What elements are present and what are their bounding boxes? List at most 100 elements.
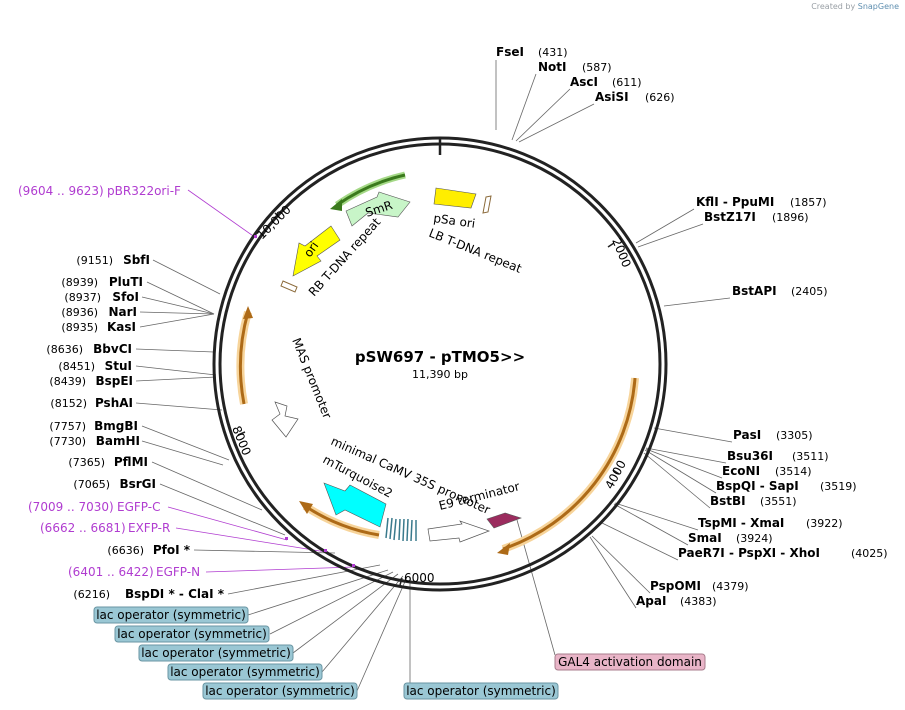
enzyme-name: BmgBI: [94, 419, 138, 433]
enzyme-position: (9151): [76, 254, 113, 267]
enzyme-asci[interactable]: AscI(611): [570, 75, 642, 89]
enzyme-bmgbi[interactable]: (7757)BmgBI: [49, 419, 138, 433]
enzyme-stui[interactable]: (8451)StuI: [58, 359, 132, 373]
primer-range: (9604 .. 9623): [18, 184, 104, 198]
enzyme-position: (1896): [772, 211, 809, 224]
e9-terminator-shape: [427, 520, 491, 543]
enzyme-smai[interactable]: SmaI(3924): [688, 531, 773, 545]
enzyme-kfli-ppumi[interactable]: KflI - PpuMI(1857): [696, 195, 827, 209]
enzyme-name: NotI: [538, 60, 567, 74]
credit-prefix: Created by: [811, 2, 856, 11]
enzyme-name: PspOMI: [650, 579, 701, 593]
enzyme-bbvci[interactable]: (8636)BbvCI: [46, 342, 132, 356]
box-gal4-activation-domain[interactable]: GAL4 activation domain: [554, 653, 706, 671]
enzyme-position: (587): [582, 61, 612, 74]
enzyme-pluti[interactable]: (8939)PluTI: [61, 275, 143, 289]
box-lac-operator-5[interactable]: lac operator (symmetric): [202, 682, 358, 700]
leader-lac-5: [356, 576, 408, 692]
enzyme-name: BbvCI: [93, 342, 132, 356]
leader-pshai: [135, 402, 223, 411]
enzyme-bstbi[interactable]: BstBI(3551): [710, 494, 797, 508]
psa-ori-shape: [433, 187, 477, 209]
leader-noti: [511, 73, 537, 141]
enzyme-sfoi[interactable]: (8937)SfoI: [64, 290, 139, 304]
enzyme-bstz17i[interactable]: BstZ17I(1896): [704, 210, 809, 224]
box-lac-operator-3[interactable]: lac operator (symmetric): [138, 644, 294, 662]
box-label: GAL4 activation domain: [558, 655, 702, 669]
enzyme-tspmi-xmai[interactable]: TspMI - XmaI(3922): [698, 516, 843, 530]
primer-name: EGFP-C: [117, 500, 160, 514]
plasmid-title: pSW697 - pTMO5>>: [355, 348, 525, 366]
enzyme-bamhi[interactable]: (7730)BamHI: [49, 434, 140, 448]
leader-sbfi: [152, 259, 221, 295]
leader-stui: [135, 365, 217, 376]
enzyme-name: BstAPI: [732, 284, 777, 298]
enzyme-apai[interactable]: ApaI(4383): [636, 594, 717, 608]
enzyme-pasi[interactable]: PasI(3305): [733, 428, 813, 442]
enzyme-position: (6216): [73, 588, 110, 601]
leader-pfoi: [193, 549, 336, 554]
primer-name: EGFP-N: [156, 565, 200, 579]
label-mas-promoter: MAS promoter: [289, 336, 334, 421]
enzyme-bsrgi[interactable]: (7065)BsrGI: [73, 477, 156, 491]
leader-bspqi: [644, 449, 717, 494]
enzyme-kasi[interactable]: (8935)KasI: [61, 320, 136, 334]
enzyme-pshai[interactable]: (8152)PshAI: [50, 396, 133, 410]
box-label: lac operator (symmetric): [141, 646, 291, 660]
enzyme-bstapi[interactable]: BstAPI(2405): [732, 284, 828, 298]
enzyme-nari[interactable]: (8936)NarI: [61, 305, 137, 319]
enzyme-paer7i-pspxi-xhoi[interactable]: PaeR7I - PspXI - XhoI(4025): [678, 546, 888, 560]
enzyme-bspei[interactable]: (8439)BspEI: [49, 374, 133, 388]
enzyme-pflmi[interactable]: (7365)PflMI: [68, 455, 148, 469]
enzyme-name: SbfI: [123, 253, 150, 267]
primer-egfp-n[interactable]: (6401 .. 6422)EGFP-N: [68, 565, 200, 579]
enzyme-name: KflI - PpuMI: [696, 195, 774, 209]
leader-lac-3: [292, 573, 399, 654]
enzyme-econi[interactable]: EcoNI(3514): [722, 464, 812, 478]
primer-egfp-c[interactable]: (7009 .. 7030)EGFP-C: [28, 500, 160, 514]
orf-arcs: [236, 171, 639, 555]
enzyme-position: (8939): [61, 276, 98, 289]
enzyme-sbfi[interactable]: (9151) SbfI: [76, 253, 150, 267]
leader-lac-4: [321, 575, 404, 673]
enzyme-asisi[interactable]: AsiSI(626): [595, 90, 675, 104]
box-lac-operator-2[interactable]: lac operator (symmetric): [114, 625, 270, 643]
leader-tspmi: [614, 502, 699, 531]
box-label: lac operator (symmetric): [96, 608, 246, 622]
tick-4000: [612, 469, 620, 475]
enzyme-name: FseI: [496, 45, 524, 59]
orf-left-head: [243, 306, 253, 319]
rb-tdna-repeat-shape: [280, 280, 298, 293]
enzyme-pfoi[interactable]: (6636)PfoI *: [107, 543, 190, 557]
enzyme-noti[interactable]: NotI (587): [538, 60, 612, 74]
primer-name: EXFP-R: [128, 521, 170, 535]
primer-pbr322ori-f[interactable]: (9604 .. 9623)pBR322ori-F: [18, 184, 181, 198]
enzyme-position: (8439): [49, 375, 86, 388]
box-lac-operator-6[interactable]: lac operator (symmetric): [403, 682, 559, 700]
enzyme-name: AsiSI: [595, 90, 629, 104]
leader-sfoi: [141, 296, 215, 315]
orf-left-arrow: [238, 311, 250, 405]
primer-range: (6662 .. 6681): [40, 521, 126, 535]
enzyme-position: (6636): [107, 544, 144, 557]
tick-label-6000: 6000: [404, 571, 435, 585]
leader-pspomi: [591, 535, 651, 594]
leader-bmgbi: [141, 425, 230, 461]
smr-shape: [345, 191, 411, 227]
enzyme-position: (3551): [760, 495, 797, 508]
leader-bstz17i: [637, 223, 704, 248]
enzyme-bsu36i[interactable]: Bsu36I(3511): [727, 449, 829, 463]
leader-bstbi: [643, 452, 711, 509]
leader-bstapi: [663, 297, 731, 307]
enzyme-bspqi-sapi[interactable]: BspQI - SapI(3519): [716, 479, 857, 493]
enzyme-pspomi[interactable]: PspOMI(4379): [650, 579, 749, 593]
enzyme-bspdi-clai[interactable]: (6216)BspDI * - ClaI *: [73, 587, 224, 601]
ori-shape: [292, 225, 341, 277]
enzyme-fsei[interactable]: FseI(431): [496, 45, 568, 59]
leader-lines: [135, 60, 733, 692]
primer-exfp-r[interactable]: (6662 .. 6681)EXFP-R: [40, 521, 170, 535]
box-lac-operator-1[interactable]: lac operator (symmetric): [93, 606, 249, 624]
box-lac-operator-4[interactable]: lac operator (symmetric): [167, 663, 323, 681]
box-label: lac operator (symmetric): [170, 665, 320, 679]
